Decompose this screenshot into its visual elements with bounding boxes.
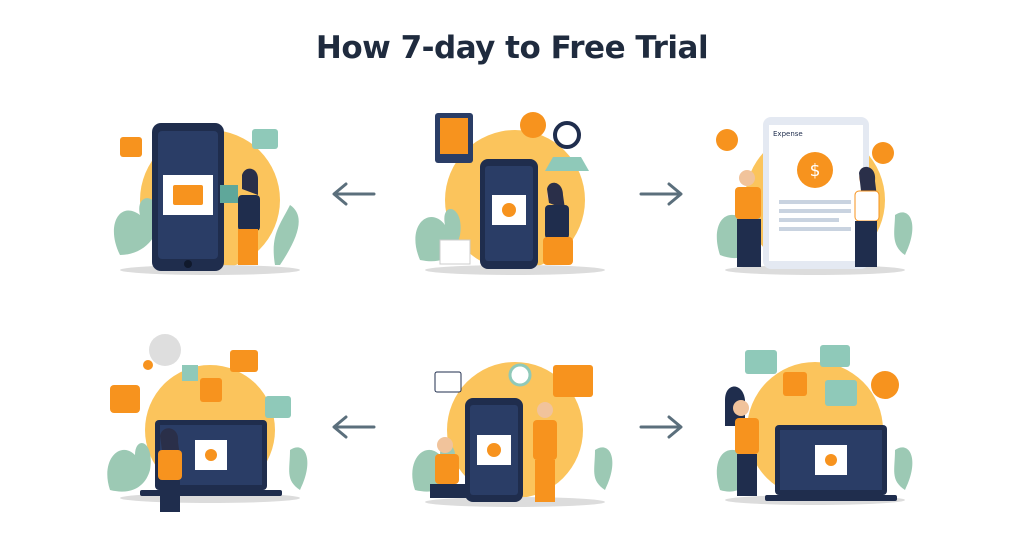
- scene-phone-payment: Expense $: [705, 105, 925, 295]
- screen-label: Expense: [773, 130, 803, 138]
- scene-phone-message: [100, 105, 320, 295]
- scene-laptop-inbox: [705, 330, 925, 520]
- arrow-right-2: [639, 414, 685, 440]
- page-title: How 7-day to Free Trial: [315, 30, 709, 66]
- svg-text:$: $: [810, 161, 821, 181]
- scene-phone-nfc: [405, 105, 625, 295]
- arrow-left-2: [330, 414, 376, 440]
- arrow-right-1: [639, 181, 685, 207]
- scene-phone-team: [405, 330, 625, 520]
- scene-laptop-nfc: [100, 330, 320, 520]
- arrow-left-1: [330, 181, 376, 207]
